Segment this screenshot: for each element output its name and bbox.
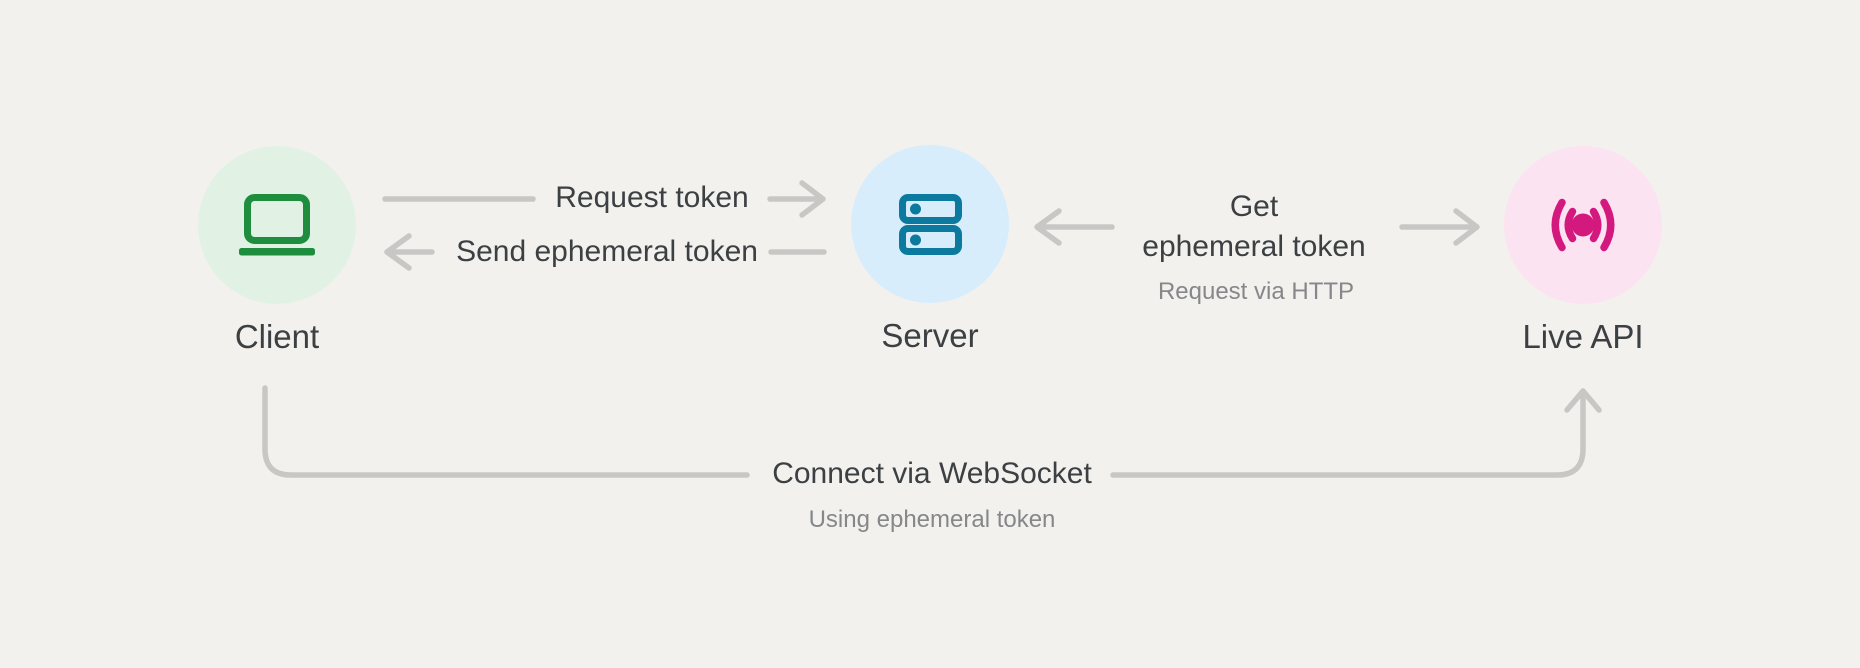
get-token-arrow-right [1399, 208, 1480, 246]
request-token-arrow [767, 180, 826, 218]
request-token-label: Request token [555, 181, 749, 214]
client-circle [198, 146, 356, 304]
get-token-arrow-left [1034, 208, 1115, 246]
broadcast-icon [1551, 198, 1615, 252]
websocket-path-left [262, 385, 750, 478]
server-rack-icon [898, 193, 962, 255]
laptop-icon [239, 194, 315, 256]
server-node: Server [835, 145, 1025, 356]
send-token-arrow [384, 233, 435, 271]
live-api-circle [1504, 146, 1662, 304]
server-label: Server [881, 317, 979, 354]
server-circle [851, 145, 1009, 303]
request-via-http-sublabel: Request via HTTP [1157, 278, 1355, 305]
websocket-path-right [1110, 394, 1586, 478]
websocket-arrowhead [1564, 388, 1602, 413]
get-ephemeral-token-label: Get ephemeral token [1142, 187, 1365, 267]
using-ephemeral-token-sublabel: Using ephemeral token [808, 506, 1056, 533]
client-label: Client [234, 318, 320, 355]
get-ephemeral-token-label-line1: Get [1229, 190, 1279, 223]
connect-via-websocket-label: Connect via WebSocket [772, 457, 1092, 490]
live-api-label: Live API [1522, 318, 1644, 355]
client-node: Client [182, 146, 372, 357]
get-ephemeral-token-label-line2: ephemeral token [1142, 230, 1366, 263]
live-api-node: Live API [1488, 146, 1678, 357]
send-ephemeral-token-label: Send ephemeral token [456, 235, 758, 268]
